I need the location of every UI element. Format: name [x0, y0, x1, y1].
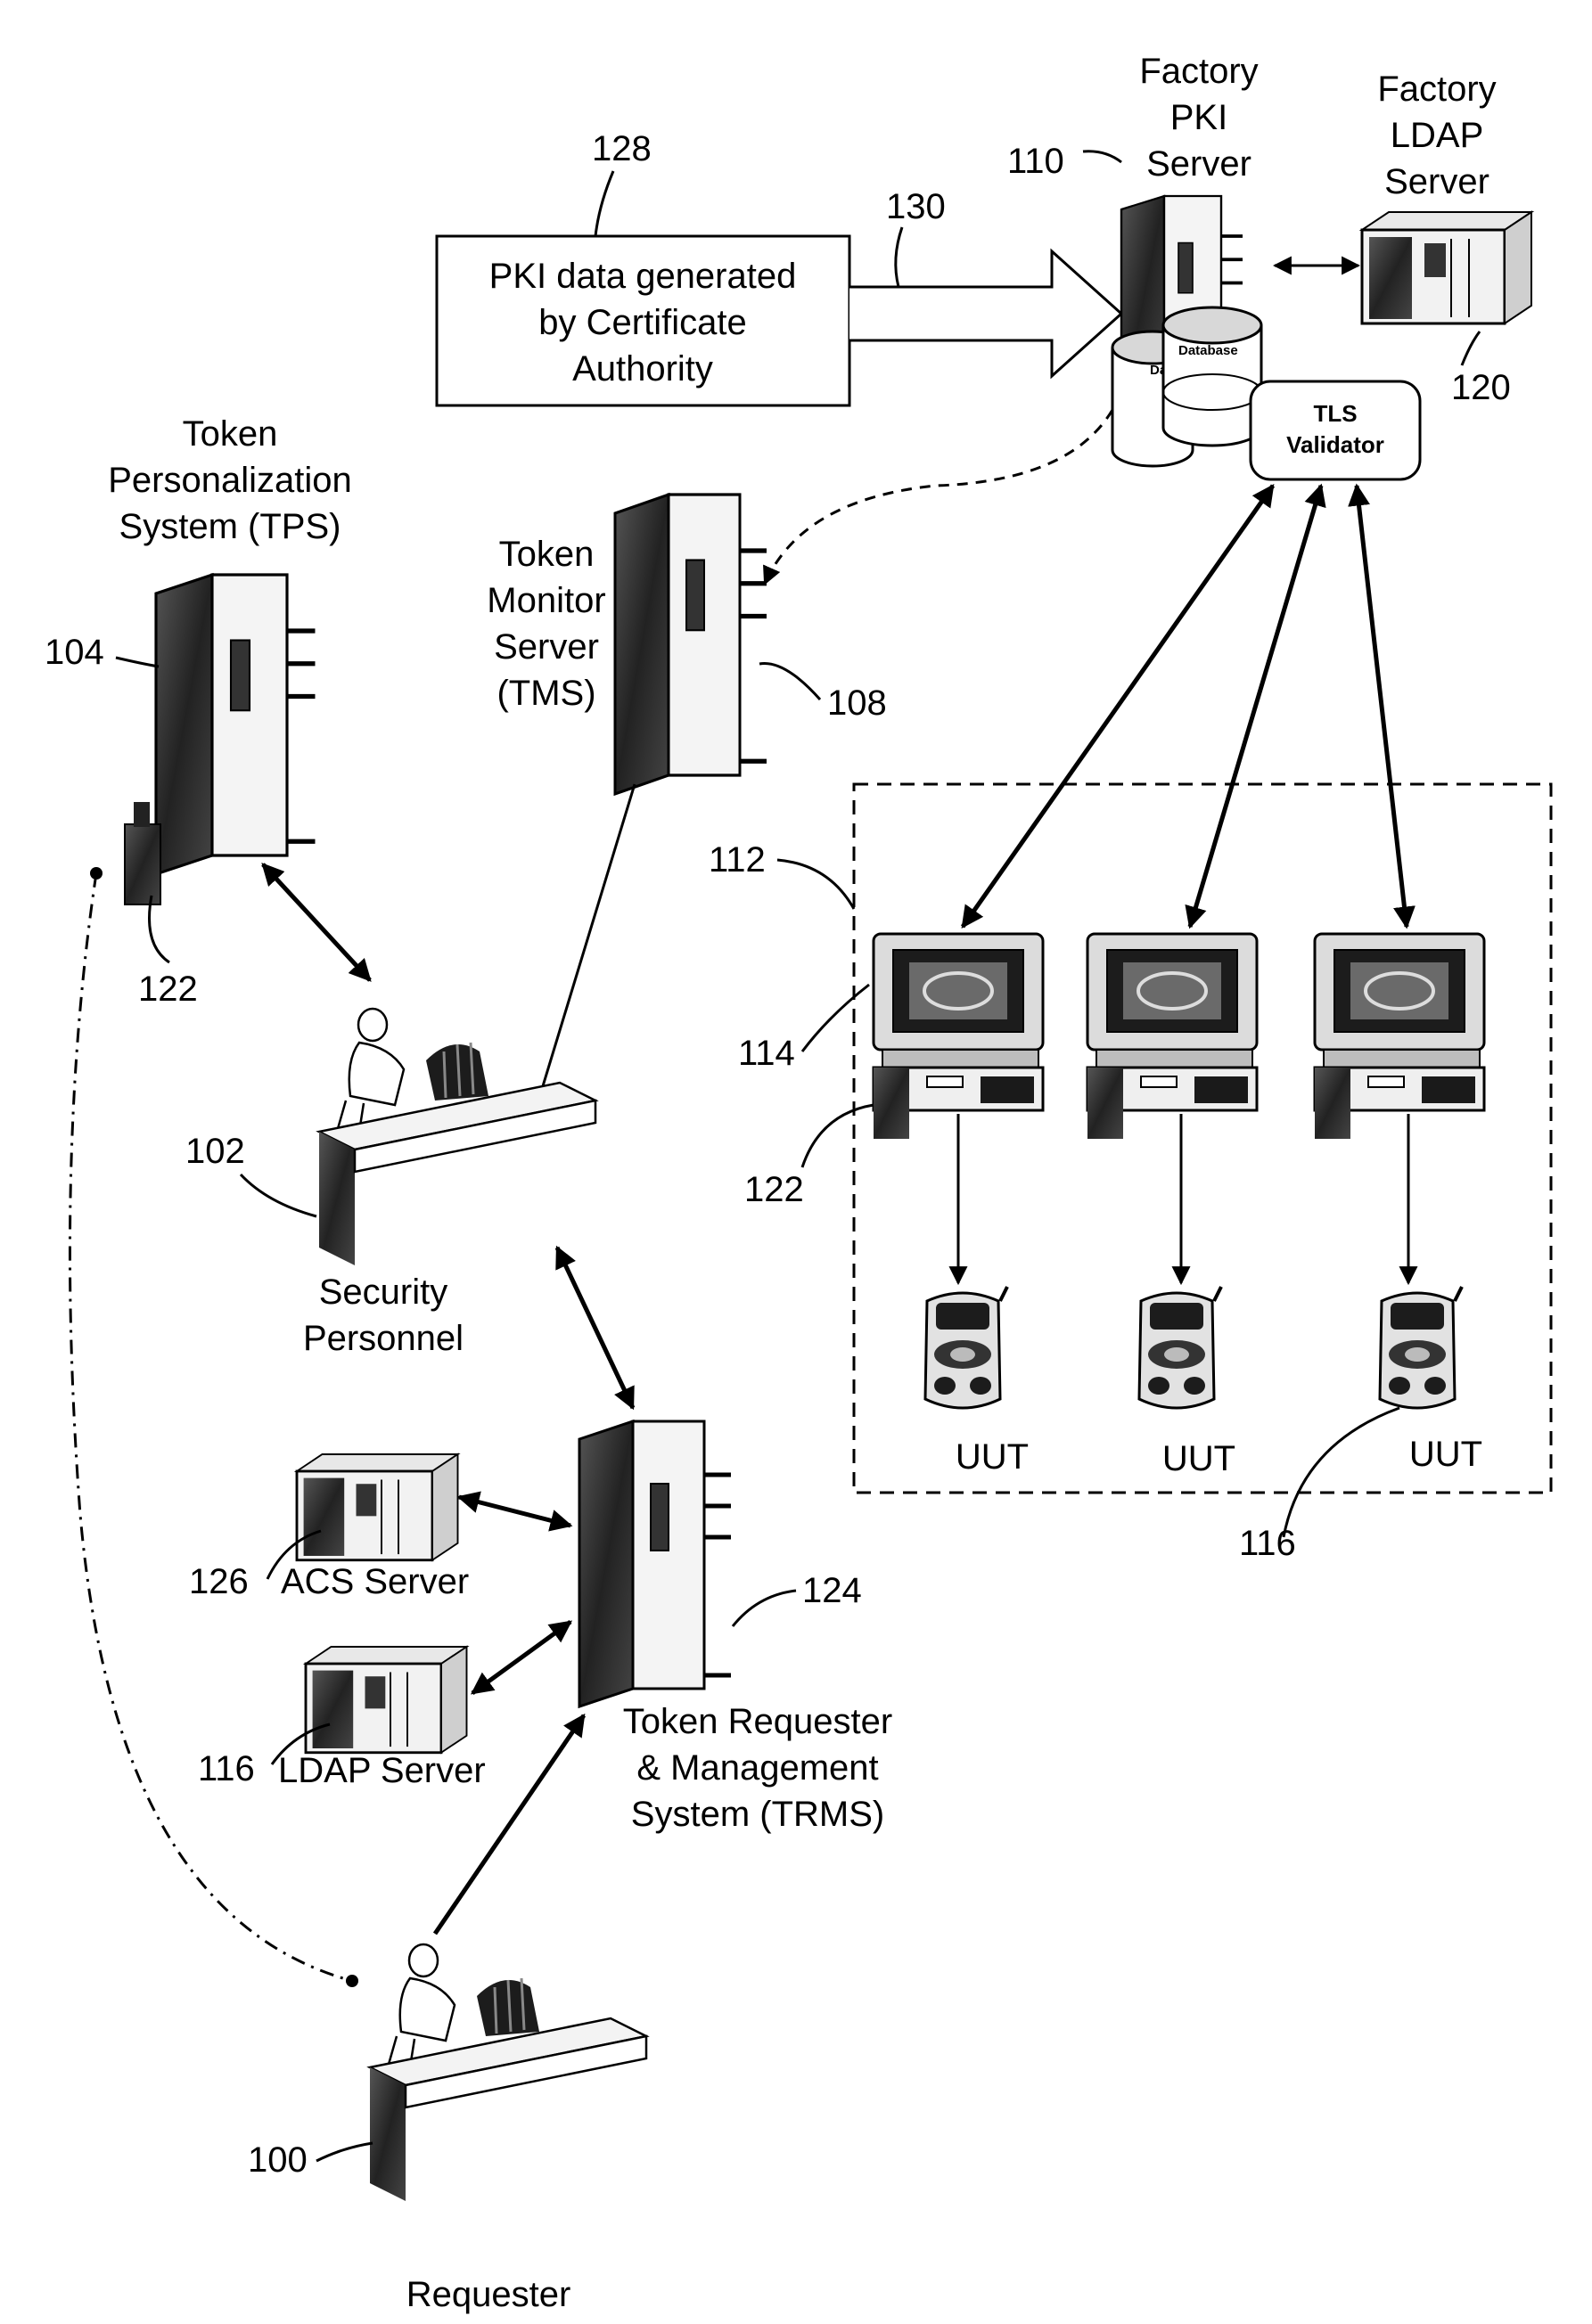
- leader-130: [894, 226, 904, 288]
- leader-128: [594, 170, 615, 237]
- leader-116b: [270, 1723, 331, 1765]
- ldap-server-label: LDAP Server: [278, 1751, 486, 1790]
- leader-114: [800, 983, 870, 1052]
- tls-label-line1: TLS: [1313, 400, 1357, 427]
- leader-100: [316, 2141, 373, 2163]
- leader-124: [731, 1589, 797, 1627]
- security-label-line2: Personnel: [303, 1319, 464, 1358]
- tls-ws1-link: [960, 483, 1276, 929]
- security-label-line1: Security: [319, 1272, 448, 1312]
- tps-label-line2: Personalization: [108, 461, 352, 500]
- uut-phone-2: [1137, 1285, 1223, 1410]
- uut-label-2: UUT: [1162, 1439, 1235, 1478]
- ref-100: 100: [248, 2140, 308, 2180]
- trms-server: [579, 1421, 731, 1706]
- ref-130: 130: [886, 187, 946, 226]
- ref-126: 126: [189, 1562, 249, 1601]
- pki-data-label-line1: PKI data generated: [489, 257, 797, 296]
- factory-ldap-label-line2: LDAP: [1391, 116, 1484, 155]
- tms-label-line3: Server: [494, 627, 599, 667]
- trms-label-line1: Token Requester: [623, 1702, 892, 1741]
- workstation-3: [1313, 932, 1486, 1141]
- factory-pki-label-line2: PKI: [1170, 98, 1227, 137]
- tms-label-line1: Token: [499, 535, 595, 574]
- ref-110: 110: [1007, 142, 1064, 181]
- ref-122b: 122: [744, 1170, 804, 1209]
- requester-trms-link: [432, 1713, 587, 1935]
- ldap-trms-link: [470, 1619, 573, 1696]
- trms-label-line2: & Management: [636, 1748, 878, 1788]
- pki-data-label-line2: by Certificate: [538, 303, 746, 342]
- uut-phone-1: [923, 1285, 1009, 1410]
- leader-108: [759, 662, 822, 700]
- ref-114: 114: [738, 1034, 795, 1073]
- leader-122a: [148, 895, 170, 964]
- tps-label-line1: Token: [183, 414, 278, 454]
- factory-pki-label-line3: Server: [1146, 144, 1251, 184]
- leader-110: [1082, 150, 1122, 164]
- tps-security-link: [261, 863, 372, 982]
- db-front-label: Database: [1178, 343, 1238, 358]
- tps-label-line3: System (TPS): [119, 507, 341, 546]
- leader-112: [776, 858, 856, 910]
- ref-112: 112: [709, 840, 766, 880]
- leader-104: [115, 656, 160, 668]
- uut-phone-3: [1378, 1285, 1464, 1410]
- requester-label: Requester: [406, 2275, 571, 2314]
- factory-pki-label-line1: Factory: [1139, 52, 1258, 91]
- ref-124: 124: [802, 1571, 862, 1610]
- ref-128: 128: [592, 129, 652, 168]
- security-trms-link: [554, 1245, 636, 1411]
- tls-label-line2: Validator: [1286, 431, 1384, 458]
- pki-data-box: [435, 234, 851, 407]
- leader-102: [239, 1173, 317, 1218]
- tms-label-line4: (TMS): [496, 674, 595, 713]
- factory-ldap-label-line1: Factory: [1377, 70, 1496, 109]
- acs-trms-link: [456, 1491, 573, 1532]
- ref-122a: 122: [138, 970, 198, 1009]
- workstation-1: [872, 932, 1045, 1141]
- leader-116a: [1282, 1406, 1400, 1538]
- leader-120: [1460, 331, 1481, 366]
- pki-data-label-line3: Authority: [572, 349, 713, 389]
- acs-server-label: ACS Server: [281, 1562, 469, 1601]
- factory-ldap-server: [1360, 210, 1533, 325]
- tms-server: [615, 495, 767, 794]
- ref-108: 108: [827, 683, 887, 723]
- uut-label-3: UUT: [1409, 1435, 1482, 1474]
- pki-data-arrow: [849, 248, 1124, 380]
- ref-116b: 116: [198, 1749, 255, 1788]
- workstation-2: [1086, 932, 1259, 1141]
- tms-label-line2: Monitor: [487, 581, 605, 620]
- ldap-server: [304, 1645, 468, 1755]
- tps-token-reader: [124, 802, 161, 905]
- db-tms-dashed-link: [763, 409, 1114, 585]
- leader-122b: [800, 1103, 874, 1168]
- ref-116a: 116: [1239, 1524, 1296, 1563]
- ref-102: 102: [185, 1132, 245, 1171]
- tls-validator-box: [1249, 380, 1422, 481]
- acs-server: [295, 1452, 459, 1562]
- factory-pki-databases: Data Database: [1111, 306, 1263, 468]
- uut-label-1: UUT: [956, 1437, 1029, 1477]
- tls-ws3-link: [1348, 483, 1416, 929]
- token-destination-dot: [346, 1975, 358, 1987]
- trms-label-line3: System (TRMS): [631, 1795, 884, 1834]
- ref-104: 104: [45, 633, 104, 672]
- ref-120: 120: [1451, 368, 1511, 407]
- tps-server: [156, 575, 316, 874]
- tms-security-link: [529, 783, 636, 1121]
- token-delivery-dashdot: [68, 872, 353, 1983]
- leader-126: [266, 1529, 322, 1580]
- tls-ws2-link: [1185, 483, 1326, 929]
- factory-ldap-label-line3: Server: [1384, 162, 1489, 201]
- requester-desk: [368, 1943, 648, 2203]
